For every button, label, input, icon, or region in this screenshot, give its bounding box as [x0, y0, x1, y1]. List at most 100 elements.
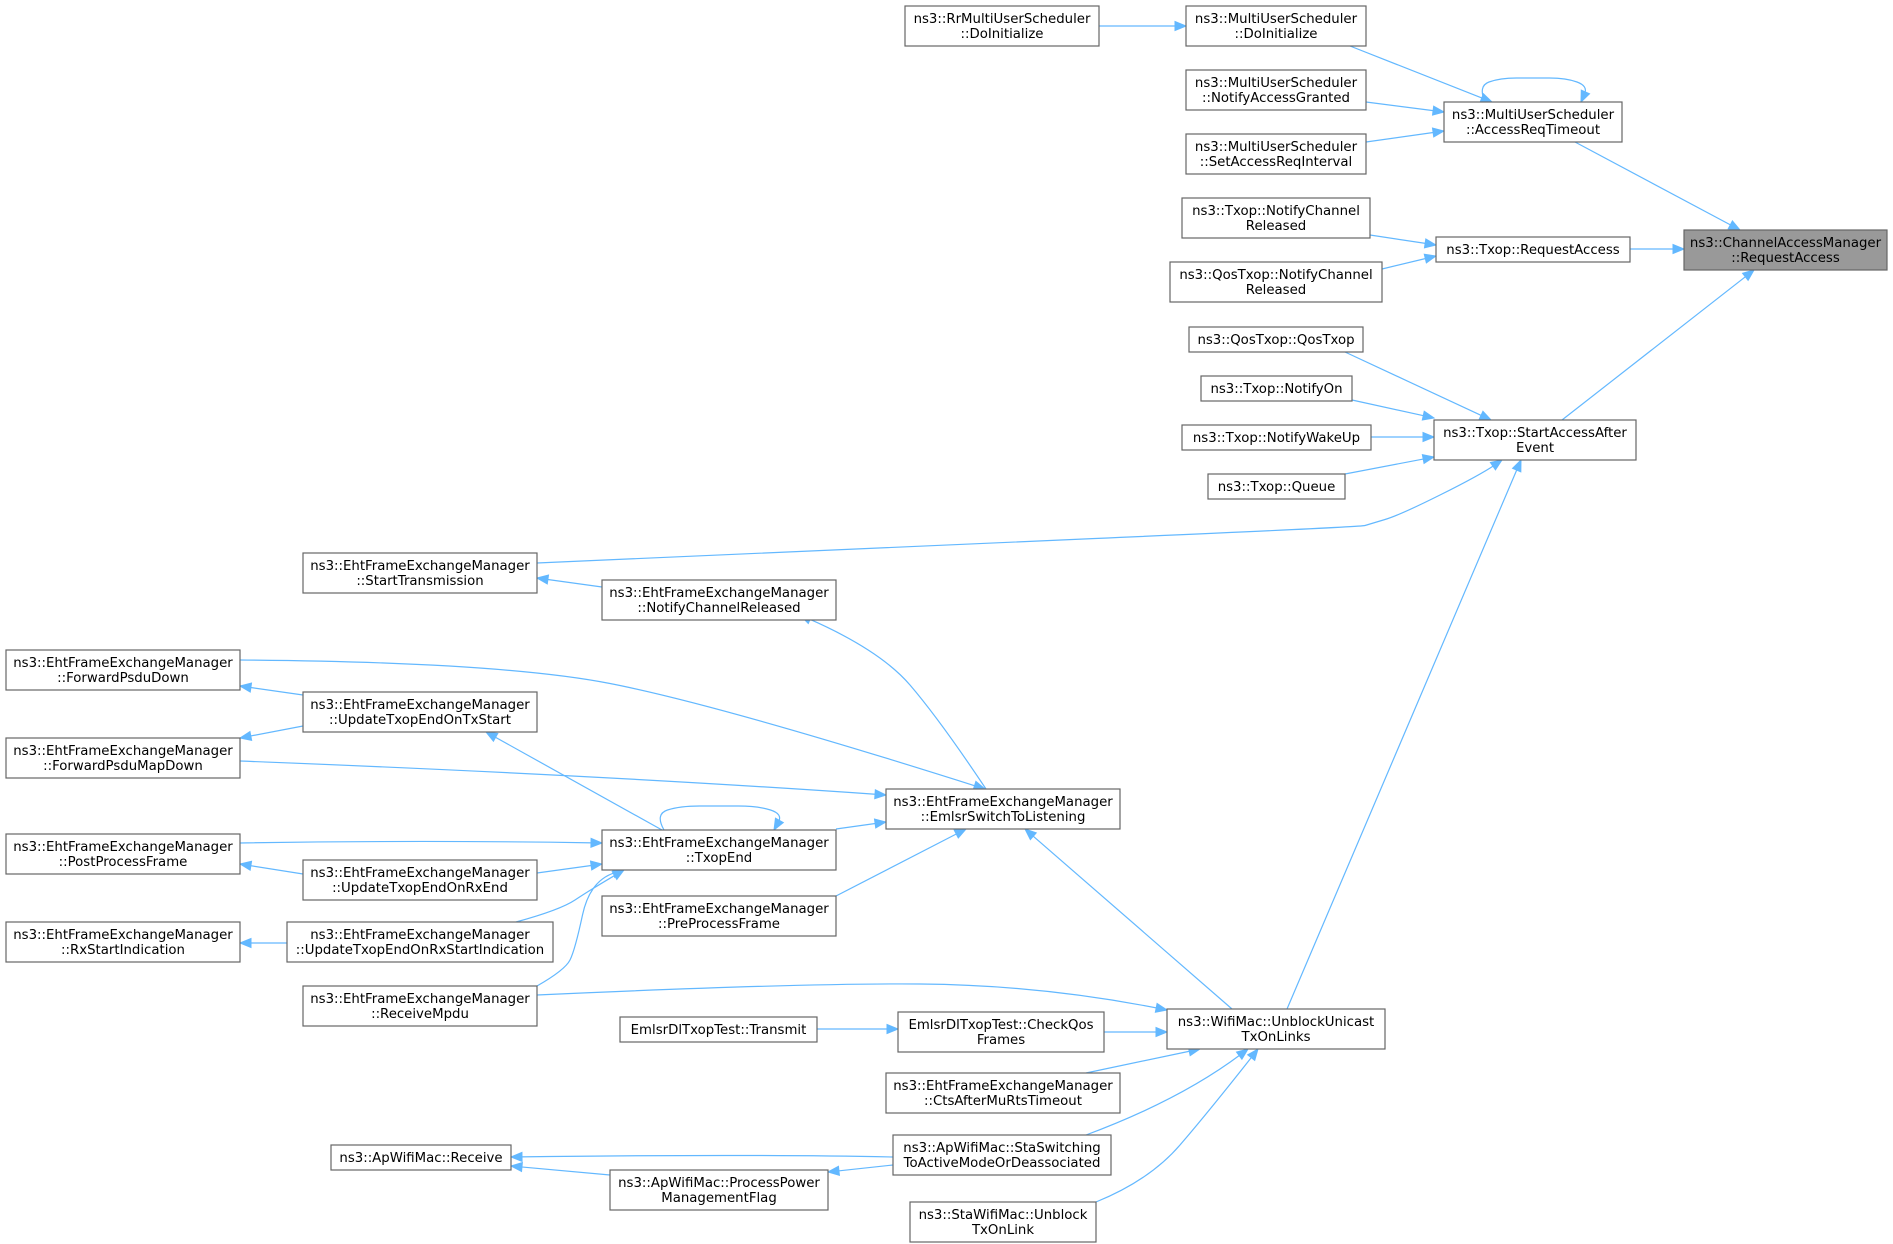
node-efem-fpmd[interactable]: ns3::EhtFrameExchangeManager::ForwardPsd…	[5, 737, 241, 779]
node-efem-rsi[interactable]: ns3::EhtFrameExchangeManager::RxStartInd…	[5, 921, 241, 963]
node-box	[619, 1016, 818, 1043]
node-label-line: ::EmlsrSwitchToListening	[921, 810, 1086, 825]
node-box	[5, 649, 241, 691]
node-efem-rm[interactable]: ns3::EhtFrameExchangeManager::ReceiveMpd…	[302, 985, 538, 1027]
node-label-line: ns3::Txop::Queue	[1218, 480, 1336, 495]
node-box	[897, 1011, 1105, 1053]
edge-arrowhead	[1423, 253, 1438, 264]
edge-efem-st-to-txop-sae	[536, 459, 1504, 564]
node-efem-st[interactable]: ns3::EhtFrameExchangeManager::StartTrans…	[302, 552, 538, 594]
node-box	[1181, 424, 1372, 451]
node-efem-te[interactable]: ns3::EhtFrameExchangeManager::TxopEnd	[601, 829, 837, 871]
node-efem-estl[interactable]: ns3::EhtFrameExchangeManager::EmlsrSwitc…	[885, 788, 1121, 830]
edge-efem-te-to-efem-utets	[484, 731, 663, 831]
node-label-line: ns3::ChannelAccessManager	[1690, 236, 1882, 251]
node-box	[885, 788, 1121, 830]
edge-line	[1481, 77, 1587, 103]
node-box	[601, 829, 837, 871]
edge-arrowhead	[1174, 20, 1188, 32]
node-txop-ncr[interactable]: ns3::Txop::NotifyChannelReleased	[1181, 197, 1371, 239]
node-ap-ppmf[interactable]: ns3::ApWifiMac::ProcessPowerManagementFl…	[609, 1169, 829, 1211]
node-label-line: ns3::EhtFrameExchangeManager	[609, 586, 829, 601]
node-label-line: ToActiveModeOrDeassociated	[903, 1156, 1101, 1171]
edge-arrowhead	[509, 1151, 523, 1163]
node-efem-ppf2[interactable]: ns3::EhtFrameExchangeManager::PreProcess…	[601, 895, 837, 937]
edge-line	[835, 832, 959, 897]
node-box	[1181, 197, 1371, 239]
node-rr-di[interactable]: ns3::RrMultiUserScheduler::DoInitialize	[904, 5, 1100, 47]
node-qos-qos[interactable]: ns3::QosTxop::QosTxop	[1188, 326, 1364, 353]
edge-arrowhead	[1423, 238, 1438, 249]
node-box	[1169, 261, 1383, 303]
edges-layer	[238, 20, 1756, 1203]
node-label-line: ns3::MultiUserScheduler	[1195, 76, 1358, 91]
node-txop-ra[interactable]: ns3::Txop::RequestAccess	[1435, 236, 1631, 263]
edge-efem-estl-to-efem-ncr	[798, 614, 987, 790]
edge-efem-ppf2-to-efem-estl	[835, 828, 968, 897]
node-box	[302, 859, 538, 901]
node-box	[885, 1072, 1121, 1114]
node-ap-sstam[interactable]: ns3::ApWifiMac::StaSwitchingToActiveMode…	[892, 1134, 1112, 1176]
edge-edt-t-to-edt-cqf	[817, 1023, 900, 1035]
node-txop-nwu[interactable]: ns3::Txop::NotifyWakeUp	[1181, 424, 1372, 451]
node-qos-ncr[interactable]: ns3::QosTxop::NotifyChannelReleased	[1169, 261, 1383, 303]
node-label-line: ns3::ApWifiMac::Receive	[339, 1151, 502, 1166]
node-box	[302, 985, 538, 1027]
node-label-line: ns3::Txop::NotifyWakeUp	[1193, 431, 1360, 446]
edge-arrowhead	[484, 731, 499, 743]
edge-efem-fpmd-to-efem-estl	[239, 760, 888, 800]
node-mus-sari[interactable]: ns3::MultiUserScheduler::SetAccessReqInt…	[1185, 133, 1367, 175]
node-efem-utere[interactable]: ns3::EhtFrameExchangeManager::UpdateTxop…	[302, 859, 538, 901]
node-mus-nag[interactable]: ns3::MultiUserScheduler::NotifyAccessGra…	[1185, 69, 1367, 111]
node-label-line: ns3::EhtFrameExchangeManager	[310, 559, 530, 574]
node-txop-q[interactable]: ns3::Txop::Queue	[1207, 473, 1346, 500]
edge-qos-ncr-to-txop-ra	[1381, 253, 1438, 270]
edge-arrowhead	[1421, 410, 1436, 421]
edge-line	[1351, 399, 1426, 417]
node-box	[601, 579, 837, 621]
node-label-line: EmlsrDlTxopTest::Transmit	[631, 1023, 807, 1038]
node-label-line: ::UpdateTxopEndOnTxStart	[329, 713, 511, 728]
node-label-line: ns3::Txop::StartAccessAfter	[1443, 426, 1627, 441]
node-label-line: ns3::StaWifiMac::Unblock	[919, 1208, 1088, 1223]
edge-line	[1095, 1055, 1253, 1203]
node-label-line: Released	[1246, 283, 1306, 298]
node-edt-t[interactable]: EmlsrDlTxopTest::Transmit	[619, 1016, 818, 1043]
edge-arrowhead	[590, 837, 604, 849]
node-mus-art[interactable]: ns3::MultiUserScheduler::AccessReqTimeou…	[1443, 101, 1623, 143]
edge-arrowhead	[1511, 458, 1522, 473]
nodes-layer: ns3::ChannelAccessManager::RequestAccess…	[5, 5, 1888, 1243]
edge-arrowhead	[826, 1165, 840, 1176]
node-cam[interactable]: ns3::ChannelAccessManager::RequestAccess	[1683, 229, 1888, 271]
node-label-line: ::RxStartIndication	[61, 943, 185, 958]
edge-arrowhead	[1479, 92, 1494, 103]
node-efem-utersi[interactable]: ns3::EhtFrameExchangeManager::UpdateTxop…	[286, 921, 554, 963]
edge-txop-nwu-to-txop-sae	[1371, 431, 1436, 443]
edge-arrowhead	[1580, 89, 1591, 104]
node-label-line: ns3::QosTxop::NotifyChannel	[1179, 268, 1372, 283]
edge-txop-q-to-txop-sae	[1344, 454, 1436, 475]
edge-arrowhead	[1235, 1048, 1250, 1061]
node-efem-camrt[interactable]: ns3::EhtFrameExchangeManager::CtsAfterMu…	[885, 1072, 1121, 1114]
node-mus-di[interactable]: ns3::MultiUserScheduler::DoInitialize	[1185, 5, 1367, 47]
node-box	[1188, 326, 1364, 353]
node-label-line: TxOnLink	[971, 1223, 1034, 1238]
edge-efem-utere-to-efem-te	[536, 860, 604, 874]
edge-line	[1365, 101, 1436, 112]
edge-arrowhead	[589, 860, 604, 871]
node-ap-r[interactable]: ns3::ApWifiMac::Receive	[330, 1144, 512, 1171]
node-efem-utets[interactable]: ns3::EhtFrameExchangeManager::UpdateTxop…	[302, 691, 538, 733]
node-label-line: ::ForwardPsduDown	[57, 671, 189, 686]
edge-line	[239, 659, 977, 787]
node-efem-fpd[interactable]: ns3::EhtFrameExchangeManager::ForwardPsd…	[5, 649, 241, 691]
edge-line	[536, 871, 616, 987]
node-label-line: ::DoInitialize	[1235, 27, 1318, 42]
node-efem-ncr[interactable]: ns3::EhtFrameExchangeManager::NotifyChan…	[601, 579, 837, 621]
node-efem-ppf[interactable]: ns3::EhtFrameExchangeManager::PostProces…	[5, 833, 241, 875]
node-txop-no[interactable]: ns3::Txop::NotifyOn	[1200, 375, 1353, 402]
node-box	[1443, 101, 1623, 143]
